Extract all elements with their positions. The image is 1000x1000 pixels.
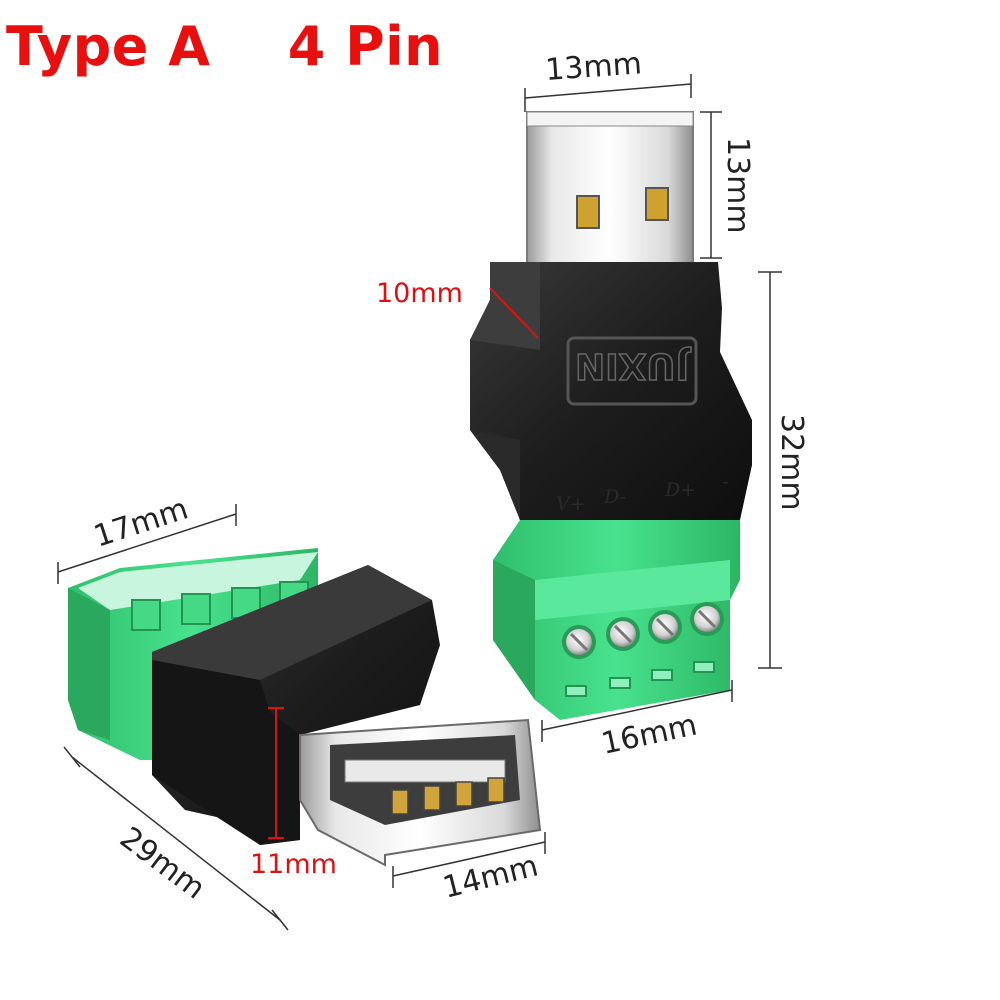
male-green-terminal [493, 520, 740, 720]
red-dimension-lines [268, 287, 539, 839]
product-title: Type A 4 Pin [6, 15, 444, 78]
male-usb-adapter: JUXIN V+ D- D+ - [470, 111, 752, 720]
female-usb-adapter [68, 548, 542, 867]
dim-female-total-length: 29mm [113, 820, 211, 906]
screw-terminals [562, 602, 724, 659]
dim-plug-length: 13mm [720, 137, 755, 234]
dim-male-total-length: 32mm [774, 414, 809, 511]
usb-female-socket [299, 718, 542, 867]
dim-plug-width: 13mm [544, 46, 643, 88]
dim-socket-height: 11mm [250, 849, 337, 880]
usb-male-plug [526, 111, 694, 283]
male-black-housing: JUXIN V+ D- D+ - [470, 262, 752, 520]
pin-label-vplus: V+ [556, 493, 586, 515]
dim-plug-thickness: 10mm [376, 278, 463, 309]
pin-label-ground: - [722, 471, 728, 493]
female-black-housing [152, 565, 440, 845]
brand-logo: JUXIN [575, 345, 692, 386]
pin-label-dplus: D+ [664, 479, 696, 501]
dim-socket-width: 14mm [439, 848, 541, 905]
pin-label-dminus: D- [603, 486, 626, 508]
dimension-lines [57, 74, 782, 931]
